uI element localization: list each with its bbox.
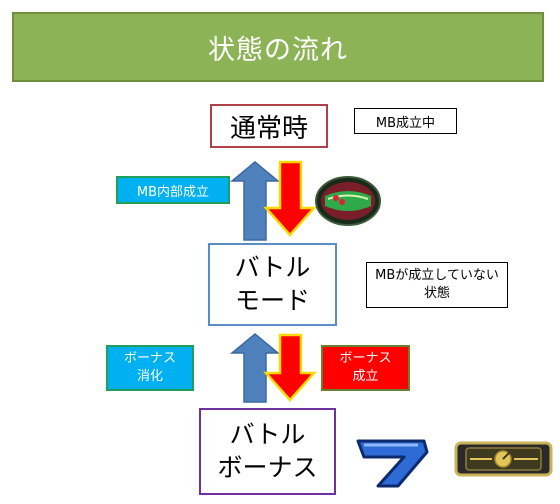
note-mb-active: MB成立中 bbox=[354, 108, 457, 134]
arrow-down-to-battle-mode bbox=[263, 160, 317, 237]
label-bonus-established-line1: ボーナス bbox=[339, 351, 392, 367]
state-normal: 通常時 bbox=[210, 104, 328, 148]
cherry-reel-icon bbox=[315, 176, 381, 226]
bar-meter-icon bbox=[454, 441, 553, 477]
note-mb-active-text: MB成立中 bbox=[375, 115, 436, 131]
arrow-down-to-battle-bonus bbox=[263, 333, 317, 402]
state-battle-bonus-line2: ボーナス bbox=[217, 452, 318, 482]
label-bonus-digest: ボーナス 消化 bbox=[106, 345, 194, 391]
label-bonus-established-line2: 成立 bbox=[352, 369, 379, 384]
state-battle-mode-line2: モード bbox=[234, 285, 310, 315]
note-mb-not-established: MBが成立していない 状態 bbox=[366, 262, 508, 308]
state-battle-bonus: バトル ボーナス bbox=[199, 408, 336, 495]
state-battle-mode-line1: バトル bbox=[234, 253, 311, 282]
label-mb-internal: MB内部成立 bbox=[116, 176, 230, 204]
title-banner: 状態の流れ bbox=[12, 12, 544, 82]
state-normal-label: 通常時 bbox=[229, 113, 308, 144]
blue-seven-icon bbox=[356, 439, 429, 488]
note-mb-not-established-line2: 状態 bbox=[423, 286, 450, 301]
label-bonus-digest-line1: ボーナス bbox=[123, 351, 176, 367]
state-battle-bonus-line1: バトル bbox=[229, 420, 306, 449]
state-battle-mode: バトル モード bbox=[208, 243, 337, 326]
arrow-up-to-battle-mode bbox=[229, 333, 281, 403]
label-mb-internal-text: MB内部成立 bbox=[136, 184, 210, 200]
diagram-title: 状態の流れ bbox=[208, 34, 348, 66]
arrow-up-to-normal bbox=[229, 161, 281, 241]
label-bonus-established: ボーナス 成立 bbox=[321, 345, 410, 391]
note-mb-not-established-line1: MBが成立していない bbox=[375, 268, 499, 284]
label-bonus-digest-line2: 消化 bbox=[136, 369, 163, 384]
